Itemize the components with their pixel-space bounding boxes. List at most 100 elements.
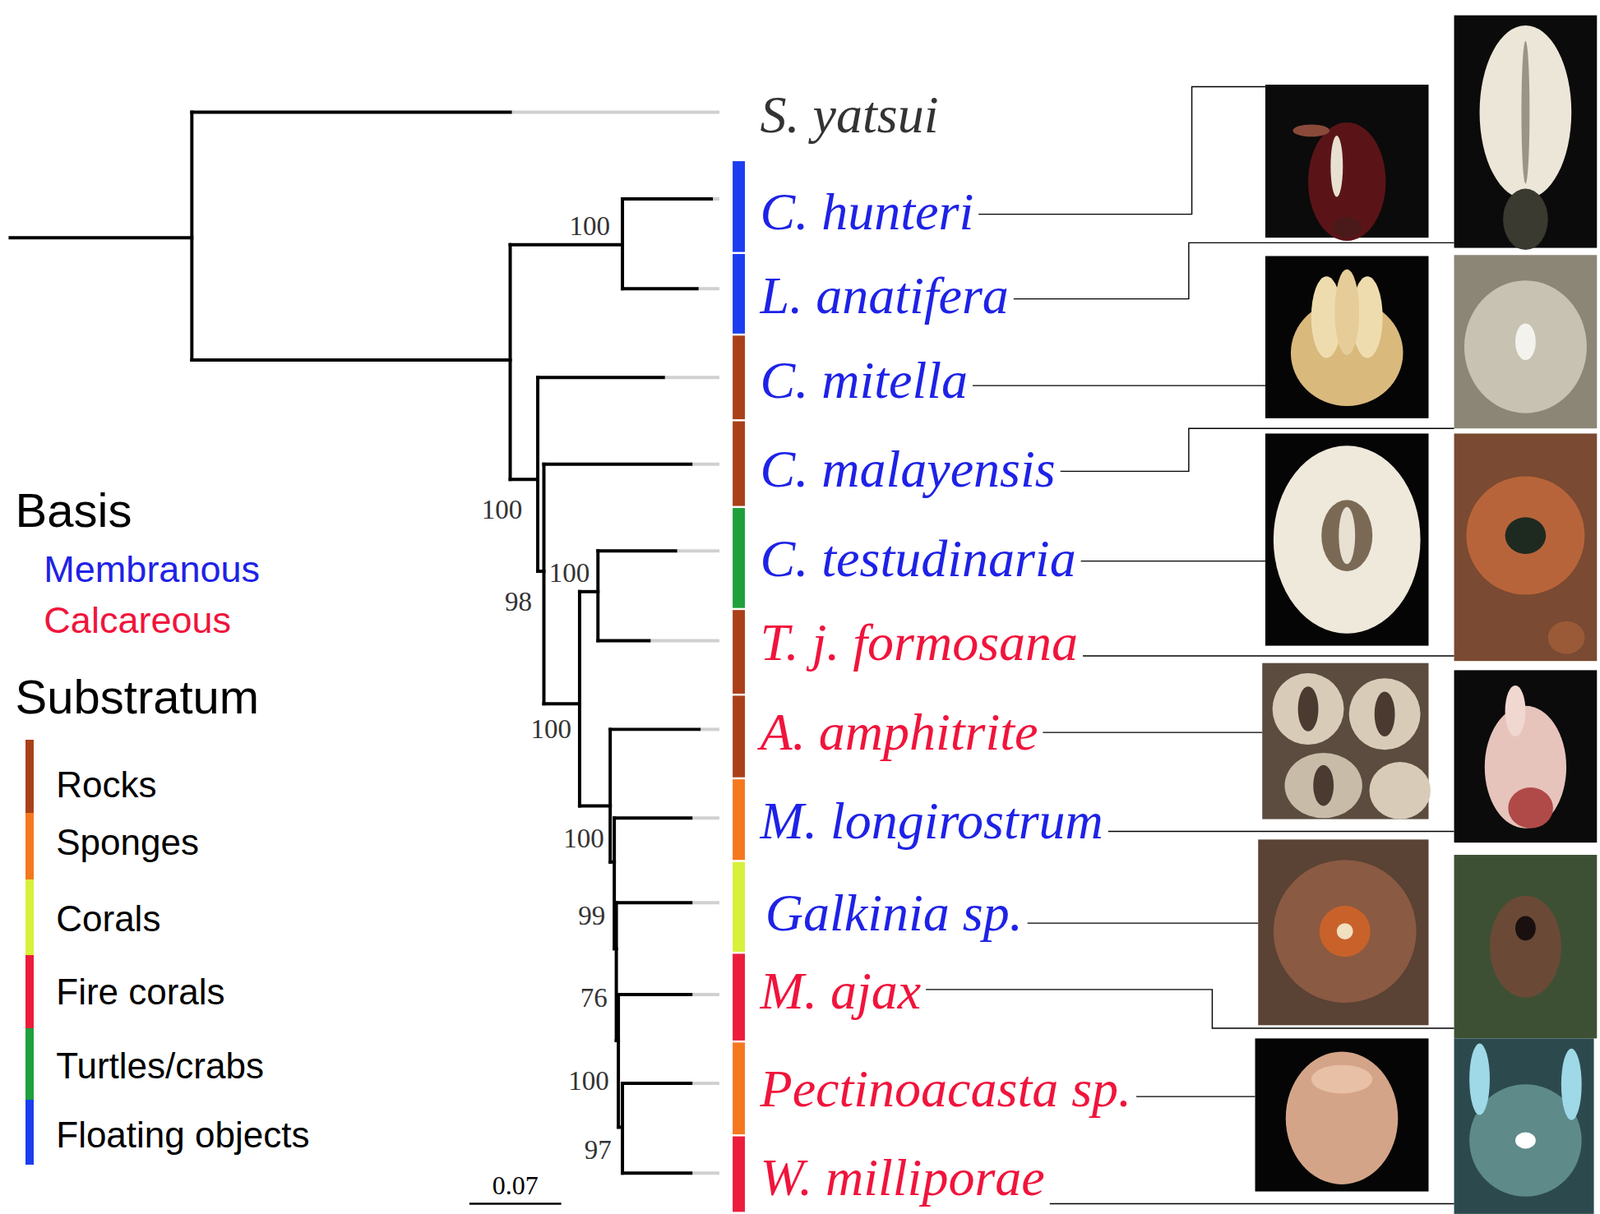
- tree-branch: [191, 358, 510, 362]
- tree-branch: [616, 994, 620, 1128]
- species-name: Galkinia sp.: [765, 884, 1023, 943]
- bootstrap-value: 97: [582, 1135, 614, 1166]
- legend-swatch: [25, 1100, 34, 1166]
- tree-branch: [608, 729, 612, 862]
- legend-entry: Sponges: [55, 823, 199, 863]
- leader-line: [1049, 1203, 1455, 1205]
- tree-branch: [596, 550, 600, 641]
- branch-tail: [648, 638, 720, 643]
- specimen-photo: [1454, 433, 1598, 662]
- tree-branch: [536, 377, 540, 572]
- tree-branch: [510, 243, 624, 247]
- specimen-photo: [1265, 84, 1429, 241]
- tree-branch: [542, 464, 546, 705]
- branch-tail: [675, 549, 720, 553]
- legend-entry: Rocks: [55, 765, 157, 805]
- legend-entry: Calcareous: [43, 600, 232, 642]
- tree-branch: [622, 1082, 691, 1086]
- bootstrap-value: 100: [561, 823, 606, 854]
- tree-branch: [597, 549, 676, 553]
- tree-branch: [618, 993, 691, 997]
- legend-text: Corals: [55, 898, 161, 939]
- tree-branch: [622, 1171, 691, 1175]
- bootstrap-value: 100: [566, 1066, 611, 1096]
- tree-branch: [579, 590, 598, 594]
- species-name: W. milliporae: [760, 1149, 1046, 1207]
- legend-text: Floating objects: [55, 1114, 310, 1156]
- leader-line: [925, 989, 1454, 1029]
- tree-branch: [537, 375, 664, 380]
- substratum-bar: [732, 953, 745, 1041]
- branch-tail: [690, 901, 720, 905]
- legend-text: Turtles/crabs: [55, 1045, 264, 1087]
- substratum-bar: [732, 610, 745, 694]
- specimen-photo: [1454, 855, 1598, 1039]
- branch-tail: [690, 816, 720, 820]
- substratum-bar: [732, 1042, 745, 1135]
- substratum-bar: [732, 695, 745, 777]
- legend-swatch: [25, 1028, 34, 1101]
- legend-text: Fire corals: [55, 971, 225, 1013]
- specimen-photo: [1265, 256, 1429, 419]
- specimen-photo: [1454, 254, 1598, 429]
- leader-line: [1027, 922, 1259, 924]
- species-name: Pectinoacasta sp.: [760, 1060, 1132, 1119]
- species-name: C. malayensis: [760, 440, 1056, 499]
- legend-swatch: [25, 813, 34, 880]
- tree-branch: [510, 477, 539, 481]
- tree-branch: [9, 235, 192, 240]
- specimen-photo: [1255, 1038, 1429, 1192]
- tree-branch: [620, 1083, 625, 1174]
- substratum-bar: [732, 862, 745, 953]
- substratum-bar: [732, 1137, 745, 1213]
- species-name: T. j. formosana: [760, 614, 1078, 672]
- species-name: C. hunteri: [760, 183, 975, 241]
- substratum-bar: [732, 421, 745, 507]
- substratum-bar: [732, 161, 745, 252]
- legend-swatch: [25, 879, 34, 956]
- tree-branch: [610, 727, 699, 731]
- legend-heading: Basis: [15, 484, 133, 537]
- branch-tail: [663, 375, 720, 380]
- leader-line: [1108, 831, 1455, 833]
- legend-heading: Substratum: [15, 670, 260, 724]
- tree-branch: [578, 591, 582, 807]
- species-name: A. amphitrite: [760, 703, 1039, 762]
- bootstrap-value: 76: [578, 983, 610, 1013]
- specimen-photo: [1265, 433, 1429, 646]
- legend-entry: Membranous: [43, 549, 260, 591]
- specimen-photo: [1454, 1038, 1595, 1214]
- bootstrap-value: 99: [576, 901, 607, 931]
- specimen-photo: [1262, 663, 1431, 820]
- tree-branch: [614, 816, 691, 820]
- leader-line: [1081, 560, 1266, 562]
- species-name: M. ajax: [760, 962, 922, 1021]
- tree-branch: [191, 110, 510, 115]
- specimen-photo: [1454, 670, 1598, 843]
- leader-line: [1082, 655, 1454, 657]
- legend-text: Sponges: [55, 822, 199, 863]
- specimen-photo: [1257, 839, 1429, 1026]
- species-name: S. yatsui: [760, 86, 939, 144]
- tree-branch: [508, 245, 513, 480]
- tree-branch: [622, 197, 712, 201]
- species-name: C. mitella: [760, 351, 968, 410]
- species-name: L. anatifera: [760, 267, 1009, 325]
- legend-entry: Fire corals: [55, 972, 225, 1013]
- leader-line: [978, 86, 1266, 214]
- legend-entry: Corals: [55, 899, 161, 939]
- tree-branch: [620, 198, 625, 289]
- leader-line: [1013, 242, 1455, 299]
- legend-text: Rocks: [55, 764, 157, 805]
- bootstrap-value: 98: [503, 587, 534, 617]
- substratum-bar: [732, 779, 745, 861]
- substratum-bar: [732, 508, 745, 609]
- bootstrap-value: 100: [480, 494, 525, 525]
- legend-entry: Floating objects: [55, 1115, 310, 1156]
- tree-branch: [579, 804, 611, 808]
- legend-swatch: [25, 739, 34, 814]
- leader-line: [972, 384, 1266, 386]
- tree-branch: [189, 112, 194, 361]
